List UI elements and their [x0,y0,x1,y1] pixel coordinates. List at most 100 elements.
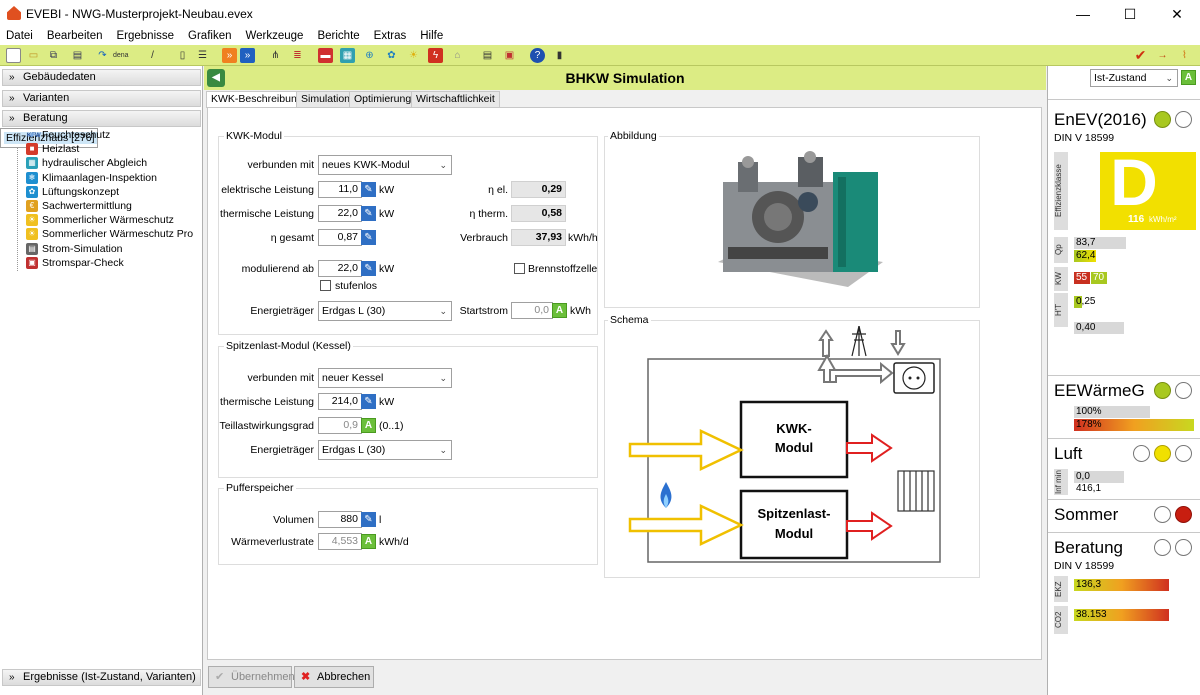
tab-simulation[interactable]: Simulation [296,91,356,107]
abbildung-title: Abbildung [608,130,659,142]
checklist-icon[interactable]: ☰ [198,50,207,61]
kwk-group-title: KWK-Modul [224,130,285,142]
edit-pencil-icon[interactable]: ✎ [361,261,376,276]
tree-item-sommer[interactable]: ☀Sommerlicher Wärmeschutz [0,213,200,227]
open-folder-icon[interactable]: ▭ [28,50,39,61]
menu-bearbeiten[interactable]: Bearbeiten [46,30,103,42]
tree-item-heizlast[interactable]: ■Heizlast [0,142,200,156]
report-icon[interactable]: ▤ [482,50,493,61]
tab-wirtschaftlichkeit[interactable]: Wirtschaftlichkeit [411,91,500,107]
calculator-icon[interactable]: ▮ [556,50,563,61]
spitzenlast-group [218,346,598,478]
copy-icon[interactable]: ⧉ [49,50,58,61]
uebernehmen-button[interactable]: ✔Übernehmen [208,666,295,688]
menu-werkzeuge[interactable]: Werkzeuge [245,30,304,42]
trend-icon[interactable]: ⌇ [1182,50,1187,61]
el-leistung-input[interactable]: 11,0 [318,181,362,198]
list-icon[interactable]: ≣ [293,50,302,61]
auto-a-icon[interactable]: A [552,303,567,318]
tab-kwk-beschreibung[interactable]: KWK-Beschreibung [206,91,308,108]
edit-pencil-icon[interactable]: ✎ [361,230,376,245]
hydraulic-icon[interactable]: ▦ [340,48,355,63]
section-label: Ergebnisse (Ist-Zustand, Varianten) [23,671,196,683]
tab-optimierung[interactable]: Optimierung [349,91,417,107]
section-varianten[interactable]: »Varianten [2,90,201,107]
fan-icon[interactable]: ✿ [387,50,396,61]
document-icon[interactable]: ▯ [179,50,186,61]
section-gebaeudedaten[interactable]: »Gebäudedaten [2,69,201,86]
edit-pencil-icon[interactable]: ✎ [361,394,376,409]
kwk-energietraeger-select[interactable]: Erdgas L (30)⌄ [318,301,452,321]
tree-item-strom-sim[interactable]: ▤Strom-Simulation [0,242,200,256]
forward-blue-icon[interactable]: » [240,48,255,63]
close-button[interactable]: ✕ [1171,6,1183,22]
startstrom-input[interactable]: 0,0 [511,302,553,319]
zoom-icon[interactable]: ⊕ [365,50,374,61]
edit-pencil-icon[interactable]: ✎ [361,512,376,527]
auto-a-icon[interactable]: A [361,418,376,433]
brennstoffzelle-checkbox[interactable] [514,263,525,274]
menu-ergebnisse[interactable]: Ergebnisse [116,30,175,42]
tree-icon[interactable]: ⋔ [271,50,280,61]
new-file-icon[interactable] [6,48,21,63]
power-icon[interactable]: ϟ [428,48,443,63]
verlust-input[interactable]: 4,553 [318,533,362,550]
checkmark-icon[interactable]: ✔ [1134,47,1147,63]
chevron-right-icon: » [9,93,15,104]
tree-item-hydraulik[interactable]: ▦hydraulischer Abgleich [0,156,200,170]
maximize-button[interactable]: ☐ [1123,6,1137,22]
kessel-verbunden-select[interactable]: neuer Kessel⌄ [318,368,452,388]
export-icon[interactable]: → [1157,50,1168,61]
auto-a-icon[interactable]: A [361,534,376,549]
house-icon[interactable]: ⌂ [454,50,461,61]
kessel-th-input[interactable]: 214,0 [318,393,362,410]
forward-orange-icon[interactable]: » [222,48,237,63]
tree-item-sachwert[interactable]: €Sachwertermittlung [0,199,200,213]
tree-item-sommer-pro[interactable]: ☀Sommerlicher Wärmeschutz Pro [0,227,200,241]
kessel-energietraeger-select[interactable]: Erdgas L (30)⌄ [318,440,452,460]
auto-a-icon[interactable]: A [1181,70,1196,85]
sun-icon: ☀ [26,214,38,227]
th-leistung-input[interactable]: 22,0 [318,205,362,222]
menu-grafiken[interactable]: Grafiken [188,30,232,42]
enev-green-indicator [1154,111,1171,128]
menu-datei[interactable]: Datei [6,30,33,42]
menu-extras[interactable]: Extras [373,30,407,42]
enev-empty-indicator [1175,111,1192,128]
dena-icon[interactable]: dena [113,52,129,59]
tree-item-label: Feuchteschutz [42,129,111,141]
section-beratung[interactable]: »Beratung [2,110,201,127]
heat-icon[interactable]: ▬ [318,48,333,63]
minimize-button[interactable]: — [1076,6,1090,22]
redo-icon[interactable]: ↷ [98,50,107,61]
eta-gesamt-input[interactable]: 0,87 [318,229,362,246]
edit-pencil-icon[interactable]: ✎ [361,182,376,197]
menu-hilfe[interactable]: Hilfe [420,30,444,42]
tree-item-feuchteschutz[interactable]: ●Feuchteschutz [0,128,200,142]
tree-item-lueftung[interactable]: ✿Lüftungskonzept [0,185,200,199]
edit-pencil-icon[interactable]: ✎ [361,206,376,221]
kwk-verbunden-select[interactable]: neues KWK-Modul⌄ [318,155,452,175]
plug-icon: ▣ [26,256,38,269]
sun-icon[interactable]: ☀ [409,50,418,61]
teillast-input[interactable]: 0,9 [318,417,362,434]
inf-min-label: Inf min [1054,469,1068,495]
pen-icon[interactable]: / [151,50,154,61]
kwk-line2: Modul [775,440,813,455]
tree-item-klimaanlagen[interactable]: ❄Klimaanlagen-Inspektion [0,171,200,185]
section-ergebnisse[interactable]: »Ergebnisse (Ist-Zustand, Varianten) [2,669,201,686]
tree-item-stromspar[interactable]: ▣Stromspar-Check [0,256,200,270]
select-value: Erdgas L (30) [322,444,386,456]
zustand-select[interactable]: Ist-Zustand⌄ [1090,69,1178,87]
stufenlos-checkbox[interactable] [320,280,331,291]
tab-bar: KWK-Beschreibung Simulation Optimierung … [204,91,1046,108]
abbrechen-button[interactable]: ✖Abbrechen [294,666,374,688]
save-icon[interactable]: ▤ [72,50,83,61]
chart-report-icon[interactable]: ▣ [504,50,515,61]
kwk-line1: KWK- [776,421,811,436]
modulierend-input[interactable]: 22,0 [318,260,362,277]
menu-berichte[interactable]: Berichte [317,30,360,42]
help-icon[interactable]: ? [530,48,545,63]
volumen-input[interactable]: 880 [318,511,362,528]
